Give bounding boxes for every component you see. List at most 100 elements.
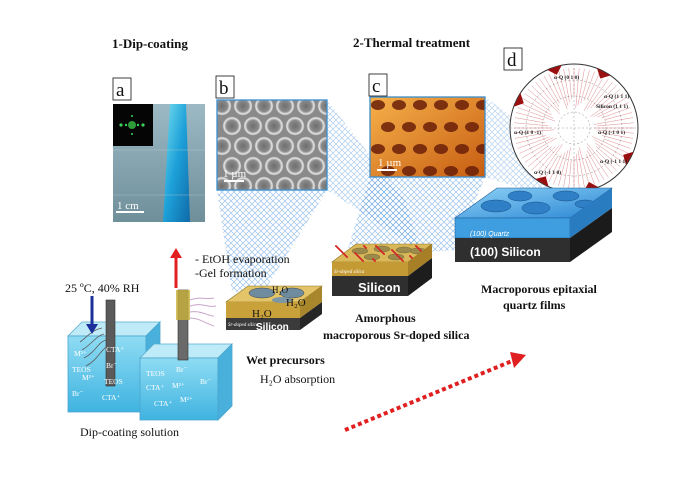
sem-pore — [317, 136, 327, 156]
pole-spot — [597, 68, 611, 79]
panel-a-letter: a — [116, 80, 125, 101]
pole-ray — [514, 122, 549, 126]
pole-label-m110: α-Q (-1 1 0) — [534, 169, 561, 176]
dopant-dot — [365, 247, 367, 249]
afm-pit — [392, 144, 406, 154]
solution-label: Dip-coating solution — [80, 425, 179, 439]
panel-b-letter-box — [215, 75, 235, 99]
pole-ray — [593, 117, 634, 125]
pole-label-10-1: α-Q (1 0 -1) — [514, 129, 541, 136]
sem-pore — [275, 100, 295, 116]
panel-b: 1 µm b — [215, 75, 328, 191]
afm-pit — [392, 100, 406, 110]
substrate-left — [105, 299, 116, 387]
bath-species: M²⁺ — [82, 373, 95, 382]
panel-d-letter-box — [503, 47, 523, 71]
panel-c-letter-box — [368, 73, 388, 97]
sem-pore — [222, 156, 242, 176]
afm-pit — [465, 166, 479, 176]
pole-spot — [513, 93, 524, 107]
sem-pore — [285, 156, 305, 176]
amorphous-pore — [395, 246, 413, 254]
quartz-film: (100) Quartz (100) Silicon Macroporous e… — [454, 187, 613, 312]
sem-pore — [217, 136, 232, 156]
pole-ray — [543, 75, 560, 104]
sem-pore — [254, 136, 274, 156]
bath-species: M²⁺ — [172, 381, 185, 390]
pole-ray — [578, 147, 590, 187]
panel-d-letter: d — [507, 50, 517, 71]
pole-ray — [593, 97, 627, 117]
pole-label-111: α-Q (1 1 1) — [604, 93, 629, 100]
pole-ray — [593, 139, 627, 159]
pole-ray — [601, 107, 631, 119]
dopant-dot — [402, 260, 404, 262]
pole-ray — [604, 112, 633, 120]
pole-ray — [558, 150, 569, 187]
pole-ray — [596, 146, 621, 167]
sem-pore — [275, 136, 295, 156]
sem-pore — [306, 116, 326, 136]
pole-ray — [583, 71, 595, 101]
afm-pit — [371, 100, 385, 110]
mesh-projection-c — [345, 177, 485, 258]
sem-pore — [285, 116, 305, 136]
pole-ray — [577, 68, 585, 106]
pole-ray — [521, 97, 552, 116]
quartz-title-2: quartz films — [503, 298, 566, 312]
pole-ray — [580, 69, 590, 103]
bath-species: Br⁻ — [176, 365, 188, 374]
sem-pore — [317, 176, 327, 190]
panel-c-afm — [370, 97, 485, 177]
pole-ray — [586, 78, 609, 110]
sem-pore — [254, 176, 274, 190]
afm-pit — [413, 144, 427, 154]
pole-ray — [527, 89, 550, 108]
amorphous-title-1: Amorphous — [355, 311, 416, 325]
bath-species: TEOS — [146, 369, 165, 378]
panel-d: d α-Q (0 1 0) α-Q (1 1 1) Silicon (1 1 1… — [503, 47, 639, 193]
pole-ray — [586, 143, 613, 175]
bath-species: Br⁻ — [72, 389, 84, 398]
pole-ray — [514, 133, 543, 139]
pole-ray — [548, 154, 562, 183]
pole-ray — [521, 137, 557, 159]
pole-ray — [586, 154, 600, 183]
pole-ray — [558, 69, 569, 106]
amorphous-layer-label: Sr-doped silica — [334, 270, 365, 275]
afm-pit — [434, 144, 448, 154]
pole-spot — [623, 151, 634, 166]
pole-ray — [577, 150, 585, 188]
sem-pore — [217, 176, 232, 190]
wet-precursor-film: H₂O H₂O H₂O Sr-doped silica Silicon Wet … — [225, 285, 335, 386]
pole-ray — [586, 150, 605, 181]
bath-species: TEOS — [72, 365, 91, 374]
evaporation-label: - EtOH evaporation — [195, 252, 290, 266]
bath-species: CTA⁺ — [146, 383, 164, 392]
pole-ray — [587, 73, 600, 100]
process-arrow — [344, 359, 513, 432]
bath-species: M²⁺ — [74, 349, 87, 358]
conditions-label: 25 ºC, 40% RH — [65, 281, 140, 295]
sem-pore — [264, 156, 284, 176]
scale-bar-b-label: 1 µm — [223, 168, 247, 180]
sem-pore — [296, 176, 316, 190]
bath-species: TEOS — [104, 377, 123, 386]
afm-pit — [476, 144, 485, 154]
bath-species: CTA⁺ — [154, 399, 172, 408]
quartz-substrate-label: (100) Silicon — [470, 245, 541, 259]
sem-pore — [275, 176, 295, 190]
dopant-dot — [346, 256, 348, 258]
wet-h2o-3: H₂O — [272, 285, 289, 295]
pole-ray — [596, 129, 634, 134]
pole-ray — [515, 112, 544, 120]
pole-ray — [531, 85, 561, 115]
amorphous-pore — [363, 253, 381, 261]
pole-ray — [519, 137, 554, 154]
amorphous-film: Sr-doped silica Silicon Amorphous macrop… — [323, 243, 469, 342]
panel-c-letter: c — [372, 76, 380, 97]
pole-ray — [601, 135, 633, 144]
sem-pore — [264, 116, 284, 136]
mesh-projection-b — [217, 190, 327, 292]
